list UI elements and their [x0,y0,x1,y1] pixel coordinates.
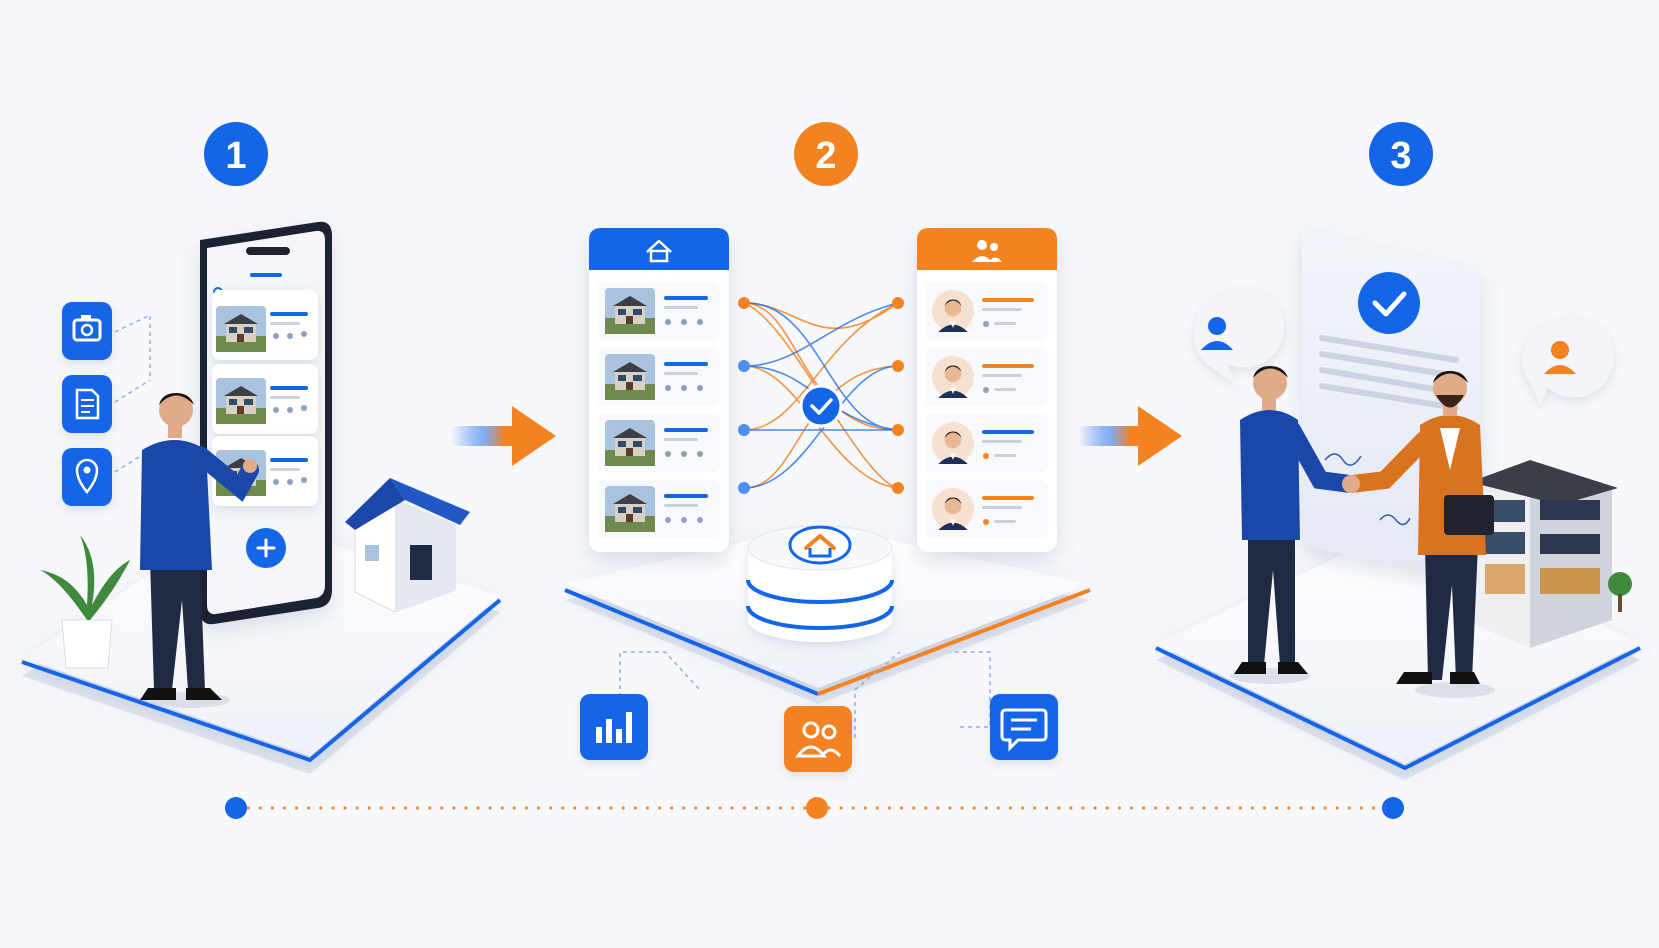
step-1-number-badge: 1 [204,122,268,186]
timeline-dot-3 [1382,797,1404,819]
client-card [926,480,1048,538]
chat-icon [990,694,1058,760]
client-card [926,282,1048,340]
step-1-badge-circle [204,122,268,186]
timeline [225,797,1404,819]
house-model [345,478,470,613]
step-2-badge-circle [794,122,858,186]
property-card [598,480,720,538]
location-pin-icon [62,448,112,506]
check-icon [1358,272,1420,334]
step-1: 1 [21,122,502,774]
property-card [598,414,720,472]
add-listing-button[interactable] [246,528,286,568]
step-3-number: 3 [1390,135,1411,177]
step-2-number-badge: 2 [794,122,858,186]
clients-card [917,228,1057,552]
users-icon [784,706,852,772]
step-2-bottom-icons [580,651,1058,772]
agent-figure [1230,366,1359,684]
phone-listing [212,290,318,360]
database-cylinder [746,525,894,642]
step-3-number-badge: 3 [1369,122,1433,186]
user-icon-blue [1201,317,1233,350]
properties-card [589,228,729,552]
step-2-number: 2 [815,135,836,177]
check-icon [799,384,843,428]
client-figure [1342,371,1495,698]
timeline-dot-1 [225,797,247,819]
property-card [598,282,720,340]
phone-listing [212,364,318,434]
step-3: 3 [1155,122,1641,780]
step-2: 2 [564,122,1091,772]
users-icon [972,240,1002,262]
step-1-side-icons [62,302,180,506]
user-bubble-orange [1522,317,1614,406]
step-3-badge-circle [1369,122,1433,186]
user-bubble-blue [1193,287,1285,384]
arrow-step-2-to-3 [1078,406,1182,466]
client-card [926,414,1048,472]
matching-network [738,297,904,494]
document-icon [62,375,112,433]
camera-icon [62,302,112,360]
user-icon-orange [1544,341,1576,374]
home-icon [804,534,836,558]
timeline-dot-2 [806,797,828,819]
client-card [926,348,1048,406]
step-1-number: 1 [225,135,246,177]
apartment-building [1470,460,1632,648]
property-card [598,348,720,406]
plant-decoration [40,535,130,669]
plus-icon [256,538,276,558]
agent-figure [140,393,259,708]
arrow-step-1-to-2 [452,406,556,466]
bar-chart-icon [580,694,648,760]
phone-mockup [200,221,332,625]
home-icon [646,239,672,263]
